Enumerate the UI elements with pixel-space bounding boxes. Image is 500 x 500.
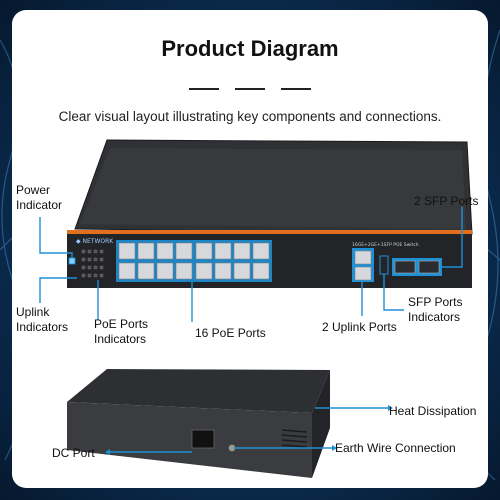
poe-ports-block	[116, 240, 272, 282]
title-divider	[12, 88, 488, 90]
switch-model-text: 16GE+2GE+1SFP POE Switch	[352, 242, 419, 248]
poe-ports-indicators-leds	[81, 249, 104, 278]
power-indicator-led	[68, 257, 76, 265]
sfp-ports-indicators-label: SFP Ports Indicators	[408, 295, 463, 324]
dc-port	[191, 429, 215, 449]
callout-endpoints	[105, 405, 393, 455]
svg-text:◆ NETWORK: ◆ NETWORK	[76, 238, 114, 245]
callout-lines	[39, 207, 463, 453]
poe-ports-label: 16 PoE Ports	[195, 326, 266, 340]
page-subtitle: Clear visual layout illustrating key com…	[58, 109, 442, 124]
poe-ports-indicators-label: PoE Ports Indicators	[94, 317, 149, 346]
uplink-ports	[352, 248, 374, 282]
uplink-ports-label: 2 Uplink Ports	[322, 320, 397, 334]
heat-dissipation-label: Heat Dissipation	[389, 404, 477, 418]
product-diagram-card: Product Diagram Clear visual layout illu…	[12, 10, 488, 488]
earth-wire-label: Earth Wire Connection	[335, 441, 456, 455]
page-title: Product Diagram	[161, 36, 339, 61]
dc-port-label: DC Port	[52, 446, 95, 460]
switch-rear-view	[67, 369, 330, 478]
sfp-ports-label: 2 SFP Ports	[414, 194, 479, 208]
uplink-indicators-label: Uplink Indicators	[16, 305, 69, 334]
switch-diagram: 16GE+2GE+1SFP POE Switch ◆ NETWORK	[39, 139, 473, 478]
sfp-ports	[392, 258, 442, 276]
power-indicator-label: Power Indicator	[16, 183, 63, 212]
